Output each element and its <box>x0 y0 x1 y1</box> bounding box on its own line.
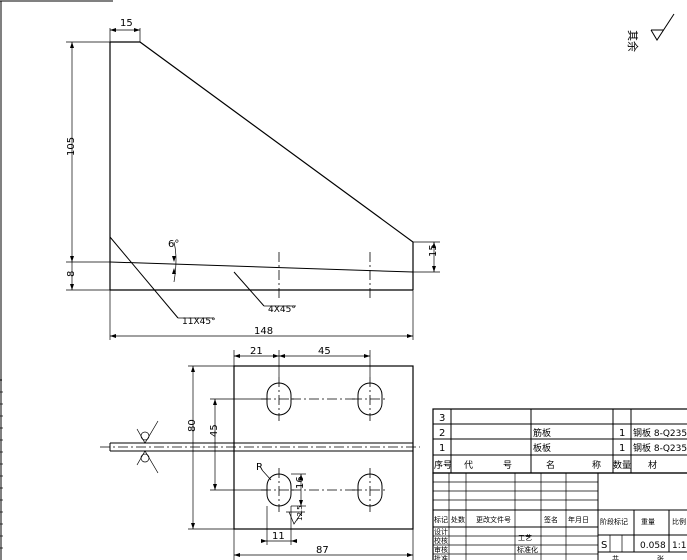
parts-header-code-1: 代 <box>464 460 473 471</box>
tb-sign: 签名 <box>544 515 558 524</box>
tb-weight: 重量 <box>641 518 655 526</box>
parts-header-qty: 数量 <box>613 459 631 471</box>
tb-scale: 比例 <box>672 517 686 526</box>
tb-sheet: 张 <box>657 554 664 560</box>
parts-header-no: 序号 <box>434 459 452 471</box>
parts-row-1-material: 钢板 8-Q235- <box>633 442 687 454</box>
plan-view: 21 45 80 45 R 16 12.5 <box>100 346 420 560</box>
dim-slot-radius: R <box>256 462 263 473</box>
tb-audit: 审核 <box>434 545 448 554</box>
tb-weight-value: 0.058 <box>640 541 666 551</box>
dim-width: 80 <box>187 419 198 432</box>
parts-row-3-no: 3 <box>439 413 445 424</box>
dim-slot-length: 16 <box>295 476 306 489</box>
dim-base-thickness: 8 <box>66 271 77 277</box>
tb-change-doc: 更改文件号 <box>476 515 511 524</box>
dim-slope-angle: 6° <box>168 239 179 250</box>
tb-check: 校核 <box>434 536 448 545</box>
dim-slot-width: 11 <box>272 531 285 542</box>
tb-stage-mark: 阶段标记 <box>600 517 628 526</box>
dim-height: 105 <box>66 137 77 156</box>
tb-approve: 批准 <box>434 554 448 560</box>
dim-top-width: 15 <box>120 18 133 29</box>
parts-row-2-no: 2 <box>439 428 445 439</box>
dim-chamfer-large: 11X45° <box>182 317 216 327</box>
tb-count: 处数 <box>451 515 465 524</box>
dim-hole-pitch-x: 45 <box>318 346 331 357</box>
slot-top-right <box>352 377 388 421</box>
slot-bottom-right <box>352 468 388 512</box>
dim-length: 148 <box>254 326 273 337</box>
title-block: 标记 处数 更改文件号 签名 年月日 设计 校核 审核 工艺 标准化 批准 阶段… <box>432 472 687 560</box>
parts-row-2-material: 钢板 8-Q235- <box>633 427 687 439</box>
parts-header-material: 材 <box>648 459 657 471</box>
tb-std: 标准化 <box>517 545 538 554</box>
surface-finish-symbol: 其余 <box>626 13 675 52</box>
roughness-value: 12.5 <box>296 505 304 521</box>
parts-row-1-name: 板板 <box>533 442 551 454</box>
tb-stage-value: S <box>601 540 607 551</box>
parts-row-1-qty: 1 <box>619 443 625 454</box>
tb-total: 共 <box>612 554 619 560</box>
parts-header-code-2: 号 <box>503 460 512 471</box>
tb-process: 工艺 <box>518 534 532 542</box>
surface-symbol-label: 其余 <box>626 30 640 52</box>
dim-hole-pitch-y: 45 <box>209 424 220 437</box>
parts-row-1-no: 1 <box>439 443 445 454</box>
dim-offset-left: 21 <box>250 346 263 357</box>
drawing-frame <box>0 0 113 560</box>
tb-scale-value: 1:1 <box>672 541 686 551</box>
parts-list: 3 2 1 筋板 板板 1 1 钢板 8-Q235- 钢板 8-Q235- 序号… <box>432 408 687 474</box>
parts-header-name-2: 称 <box>592 459 601 471</box>
side-view: 15 105 8 15 6° 4X45° 11X45° <box>66 18 440 340</box>
tb-design: 设计 <box>434 527 448 536</box>
dim-chamfer-small: 4X45° <box>268 305 296 315</box>
dim-total-length: 87 <box>316 545 329 556</box>
dim-right-height: 15 <box>428 244 439 257</box>
tb-mark: 标记 <box>434 515 448 524</box>
parts-row-2-name: 筋板 <box>533 427 551 439</box>
parts-header-name-1: 名 <box>546 459 555 471</box>
parts-row-2-qty: 1 <box>619 428 625 439</box>
tb-date: 年月日 <box>568 515 589 524</box>
